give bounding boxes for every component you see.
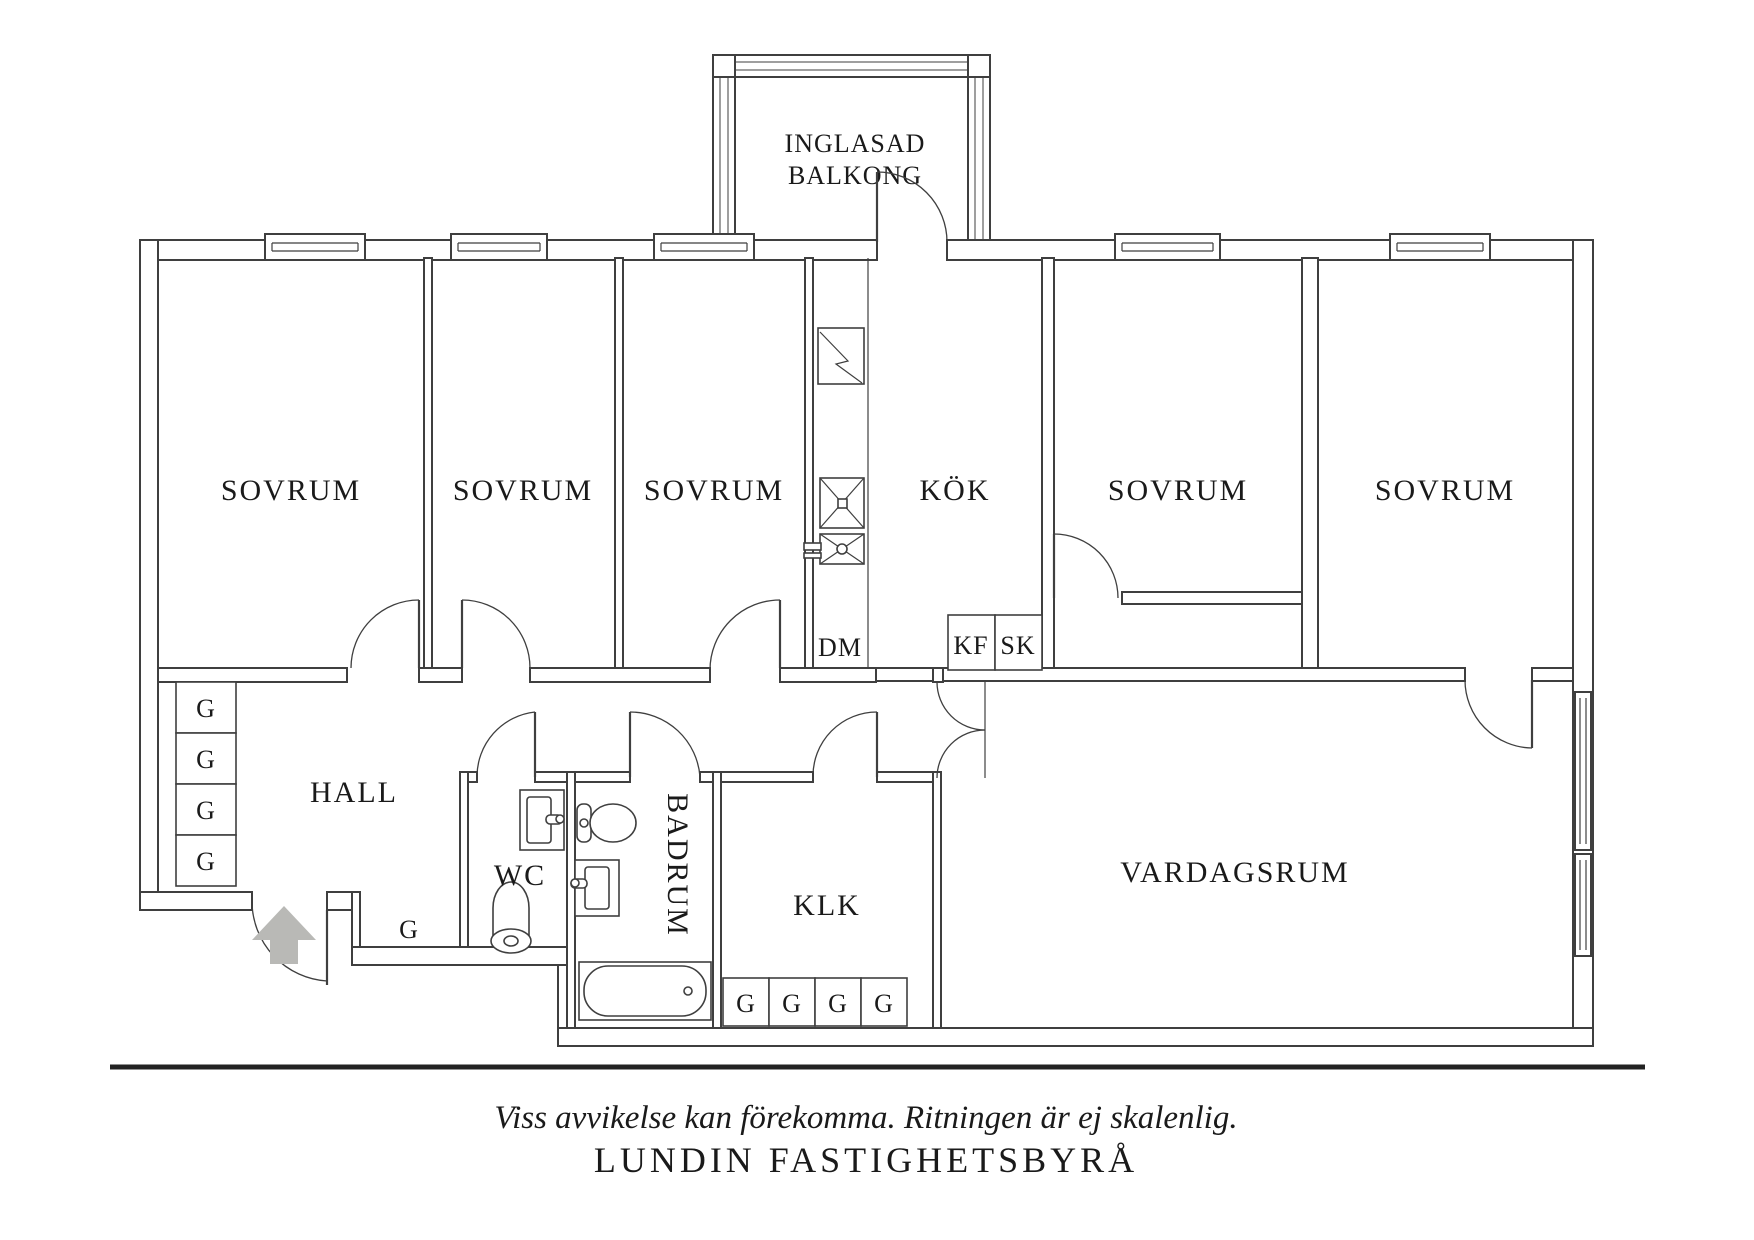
window-bedroom-4: [1114, 233, 1221, 261]
bedroom-3-label: SOVRUM: [644, 474, 784, 507]
balcony: INGLASAD BALKONG: [712, 54, 991, 243]
living-room-label: VARDAGSRUM: [1120, 856, 1350, 889]
door-living-room: [936, 681, 986, 779]
footer-disclaimer: Viss avvikelse kan förekomma. Ritningen …: [494, 1100, 1237, 1136]
wardrobe-label: G: [196, 694, 216, 723]
wardrobe-label: G: [828, 989, 848, 1018]
bathroom-toilet-icon: [576, 803, 637, 843]
bathroom-sink-icon: [570, 859, 620, 917]
interior-walls: [157, 257, 1574, 1029]
window-bedroom-1: [264, 233, 366, 261]
balcony-label-line2: BALKONG: [788, 161, 922, 190]
wc-fixtures: [490, 789, 565, 954]
footer-brand: LUNDIN FASTIGHETSBYRÅ: [594, 1140, 1138, 1180]
bathtub-icon: [578, 961, 712, 1021]
exterior-walls: [139, 239, 1594, 1047]
bedroom-1-label: SOVRUM: [221, 474, 361, 507]
wardrobe-label: G: [196, 796, 216, 825]
window-living-room: [1574, 690, 1592, 958]
kitchen-label: KÖK: [920, 474, 991, 507]
wc-label: WC: [494, 859, 546, 892]
door-wc: [476, 711, 537, 778]
dishwasher-label: DM: [818, 633, 862, 662]
sink-icon: [803, 477, 865, 565]
closet-wardrobes: G G G G: [722, 977, 908, 1027]
wardrobe-label: G: [782, 989, 802, 1018]
door-bedroom-2: [460, 599, 531, 669]
wardrobe-label: G: [196, 745, 216, 774]
hall-label: HALL: [310, 776, 398, 809]
bathroom-label: BADRUM: [661, 793, 694, 937]
bedroom-4-label: SOVRUM: [1108, 474, 1248, 507]
hall-wardrobes: G G G G G: [175, 681, 419, 944]
doors: [251, 171, 1534, 985]
footer: Viss avvikelse kan förekomma. Ritningen …: [110, 1064, 1645, 1180]
door-bathroom: [628, 711, 701, 778]
bedroom-2-label: SOVRUM: [453, 474, 593, 507]
door-bedroom-1: [350, 599, 421, 669]
entrance-arrow-icon: [252, 906, 316, 964]
wardrobe-label: G: [196, 847, 216, 876]
door-balcony: [875, 171, 948, 243]
wc-sink-icon: [519, 789, 565, 851]
wardrobe-label: G: [736, 989, 756, 1018]
closet-label: KLK: [793, 889, 861, 922]
balcony-label-line1: INGLASAD: [785, 129, 926, 158]
door-bedroom-5: [1464, 679, 1534, 749]
window-bedroom-3: [653, 233, 755, 261]
cabinet-label: SK: [1000, 631, 1035, 660]
bathroom-fixtures: [570, 803, 712, 1021]
wardrobe-label: G: [874, 989, 894, 1018]
door-bedroom-4: [1052, 533, 1119, 599]
stove-icon: [817, 327, 865, 385]
windows: [264, 233, 1592, 958]
door-closet: [812, 711, 879, 778]
room-labels: SOVRUM SOVRUM SOVRUM KÖK SOVRUM SOVRUM H…: [221, 474, 1515, 937]
wardrobe-label: G: [399, 915, 419, 944]
bedroom-5-label: SOVRUM: [1375, 474, 1515, 507]
fridge-label: KF: [953, 631, 988, 660]
kitchen-fixtures: DM KF SK: [803, 327, 1043, 671]
window-bedroom-5: [1389, 233, 1491, 261]
fridge-cabinet: KF SK: [947, 614, 1043, 671]
window-bedroom-2: [450, 233, 548, 261]
wc-toilet-icon: [490, 881, 532, 954]
door-bedroom-3: [709, 599, 782, 671]
